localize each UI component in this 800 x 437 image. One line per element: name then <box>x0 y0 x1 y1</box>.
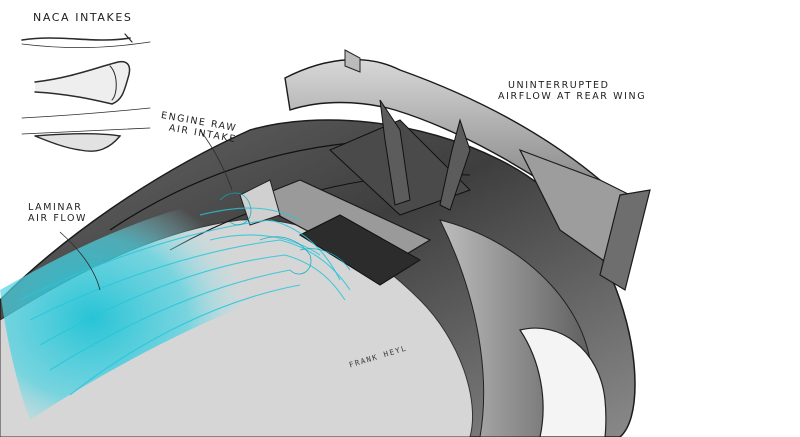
laminar-line2: AIR FLOW <box>28 213 88 224</box>
rear-wing-airflow-label: UNINTERRUPTED AIRFLOW AT REAR WING <box>498 80 646 102</box>
rear-wing-line1: UNINTERRUPTED <box>508 80 610 91</box>
engine-cover <box>239 119 471 286</box>
naca-intake-sketches <box>21 33 151 152</box>
annotation-leader-lines <box>59 129 233 291</box>
rear-wing-line2: AIRFLOW AT REAR WING <box>498 91 647 102</box>
naca-intakes-title: NACA INTAKES <box>33 11 133 24</box>
laminar-line1: LAMINAR <box>28 202 83 213</box>
rear-wing <box>284 49 651 291</box>
airflow-streaks <box>0 192 351 420</box>
laminar-air-flow-label: LAMINAR AIR FLOW <box>28 202 87 224</box>
